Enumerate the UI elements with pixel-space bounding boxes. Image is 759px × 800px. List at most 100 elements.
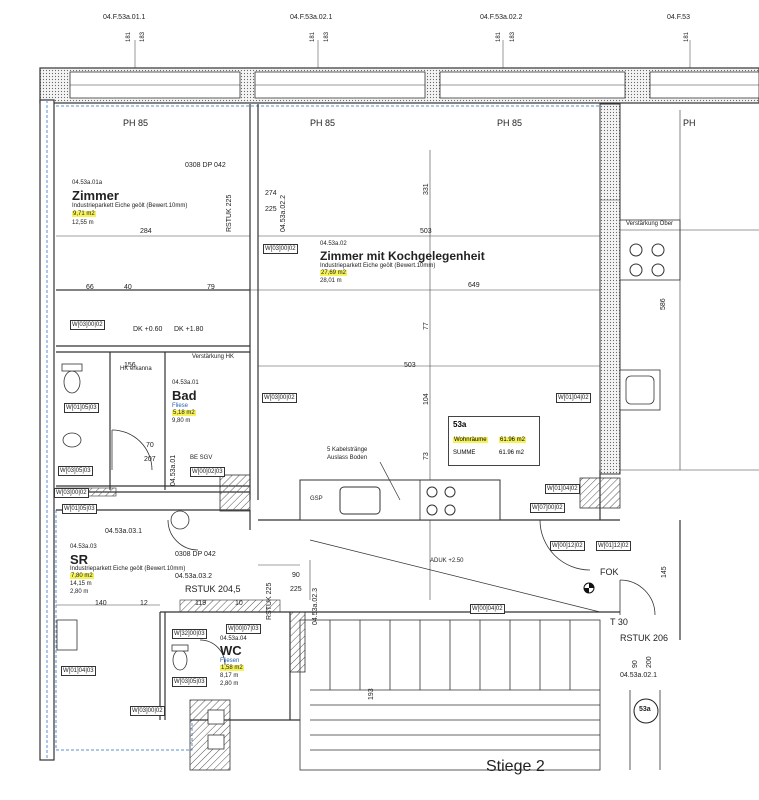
interior-walls xyxy=(56,104,681,721)
dim-104: 104 xyxy=(423,393,430,405)
wall-tag: W[01]12|02 xyxy=(596,541,631,551)
dk060-label: DK +0.60 xyxy=(133,326,163,333)
wall-tag: W[00]04|02 xyxy=(470,604,505,614)
top-num-181-d: 181 xyxy=(684,31,690,42)
wall-tag: W[01]04|02 xyxy=(556,393,591,403)
wall-tag: W[03]00|02 xyxy=(70,320,105,330)
top-num-181-c: 181 xyxy=(496,31,502,42)
wc-name: WC xyxy=(220,643,242,658)
dim-12: 12 xyxy=(140,600,148,607)
verst-hk-label: Verstärkung HK xyxy=(192,354,235,360)
top-ref-4: 04.F.53 xyxy=(667,14,690,21)
dim-10: 10 xyxy=(235,600,243,607)
rstuk-206-label: RSTUK 206 xyxy=(620,633,669,643)
dim-66: 66 xyxy=(86,284,94,291)
wall-tag: W[03]00|02 xyxy=(54,488,89,498)
sr-height: 2,80 m xyxy=(70,589,89,595)
dim-70: 70 xyxy=(146,442,154,449)
dim-156: 156 xyxy=(124,362,136,369)
summary-summe-label: SUMME xyxy=(453,450,476,456)
zimmer-code: 04.53a.01a xyxy=(72,180,103,186)
area-summary-box: 53a Wohnräume 61.96 m2 SUMME 61.96 m2 xyxy=(448,416,540,466)
wall-tag: W[01]04|02 xyxy=(545,484,580,494)
summary-wohn-value: 61.96 m2 xyxy=(499,437,527,443)
sr-floor: Industrieparkett Eiche geölt (Bewert.10m… xyxy=(70,566,186,572)
wc-area: 1,58 m2 xyxy=(220,665,244,671)
bad-area: 5,18 m2 xyxy=(172,410,196,416)
ref-0230: 04.53a.02.3 xyxy=(312,588,319,625)
kochen-floor: Industrieparkett Eiche geölt (Bewert.10m… xyxy=(320,263,436,269)
bad-height: 9,80 m xyxy=(172,418,191,424)
aduk-label: ADUK +2.50 xyxy=(430,558,464,564)
wc-height: 2,80 m xyxy=(220,681,239,687)
top-grid-lines xyxy=(134,40,691,70)
dim-207: 207 xyxy=(144,456,156,463)
dim-40: 40 xyxy=(124,284,132,291)
ph-label-4: PH xyxy=(683,118,696,128)
wall-tag: W[01]04|03 xyxy=(61,666,96,676)
summary-wohn-label: Wohnräume xyxy=(453,437,488,443)
aduk-line xyxy=(309,539,601,613)
wall-tag: W[03]05|03 xyxy=(172,677,207,687)
dim-145: 145 xyxy=(661,566,668,578)
unit-circle xyxy=(633,698,659,724)
stiege-label: Stiege 2 xyxy=(486,758,545,775)
kabel-arrow xyxy=(379,461,401,501)
top-num-181-b: 181 xyxy=(310,31,316,42)
top-num-183-c: 183 xyxy=(510,31,516,42)
dim-284: 284 xyxy=(140,228,152,235)
wc-code: 04.53a.04 xyxy=(220,636,247,642)
verst-ober-label: Verstärkung Ober xyxy=(626,221,674,227)
ph-label-3: PH 85 xyxy=(497,118,523,128)
wc-perimeter: 8,17 m xyxy=(220,673,239,679)
wall-tag: W[01]05|03 xyxy=(62,504,97,514)
gsp-label: GSP xyxy=(310,496,323,502)
top-num-181-a: 181 xyxy=(126,31,132,42)
dim-193: 193 xyxy=(368,688,375,700)
unit-circle-label: 53a xyxy=(639,706,651,713)
fok-marker xyxy=(583,582,595,594)
hk-label: HK erkanna xyxy=(120,366,152,372)
dim-79: 79 xyxy=(207,284,215,291)
staircase xyxy=(299,619,661,771)
wall-tag: W[01]05|03 xyxy=(64,403,99,413)
top-num-183-b: 183 xyxy=(324,31,330,42)
wall-tag: W[00]07|03 xyxy=(226,624,261,634)
zimmer-floor: Industrieparkett Eiche geölt (Bewert.10m… xyxy=(72,203,188,209)
ref-0210: 04.53a.02.1 xyxy=(620,672,657,679)
dim-73: 73 xyxy=(423,452,430,460)
dk180-label: DK +1.80 xyxy=(174,326,204,333)
door-swings xyxy=(111,429,656,666)
wall-tag: W[03]00|02 xyxy=(263,244,298,254)
ph-label-1: PH 85 xyxy=(123,118,149,128)
dim-90b: 90 xyxy=(632,660,639,668)
top-ref-2: 04.F.53a.02.1 xyxy=(290,14,333,21)
top-num-183-a: 183 xyxy=(140,31,146,42)
exterior-wall-top xyxy=(39,67,759,104)
wall-tag: W[00]02|03 xyxy=(190,467,225,477)
rstuk-label-2: RSTUK 225 xyxy=(266,582,273,620)
dim-649: 649 xyxy=(468,282,480,289)
zimmer-perimeter: 12,55 m xyxy=(72,220,94,226)
dim-77: 77 xyxy=(423,322,430,330)
kabel-label-2: Auslass Boden xyxy=(327,455,368,461)
fok-label: FOK xyxy=(600,567,619,577)
top-ref-1: 04.F.53a.01.1 xyxy=(103,14,146,21)
dim-331: 331 xyxy=(423,183,430,195)
bad-name: Bad xyxy=(172,388,197,403)
dim-274: 274 xyxy=(265,190,277,197)
sr-name: SR xyxy=(70,552,89,567)
kochen-name: Zimmer mit Kochgelegenheit xyxy=(320,249,485,263)
dim-503b: 503 xyxy=(404,362,416,369)
kochen-area: 27,69 m2 xyxy=(320,270,348,276)
dim-225: 225 xyxy=(265,206,277,213)
dimension-lines xyxy=(56,150,620,606)
wall-tag: W[03]00|02 xyxy=(130,706,165,716)
sanitary-fixtures xyxy=(56,363,225,750)
dp-label-1: 0308 DP 042 xyxy=(185,162,226,169)
summary-unit: 53a xyxy=(453,420,467,429)
kochen-perimeter: 28,01 m xyxy=(320,278,342,284)
dp-label-2: 0308 DP 042 xyxy=(175,551,216,558)
dim-225b: 225 xyxy=(290,586,302,593)
